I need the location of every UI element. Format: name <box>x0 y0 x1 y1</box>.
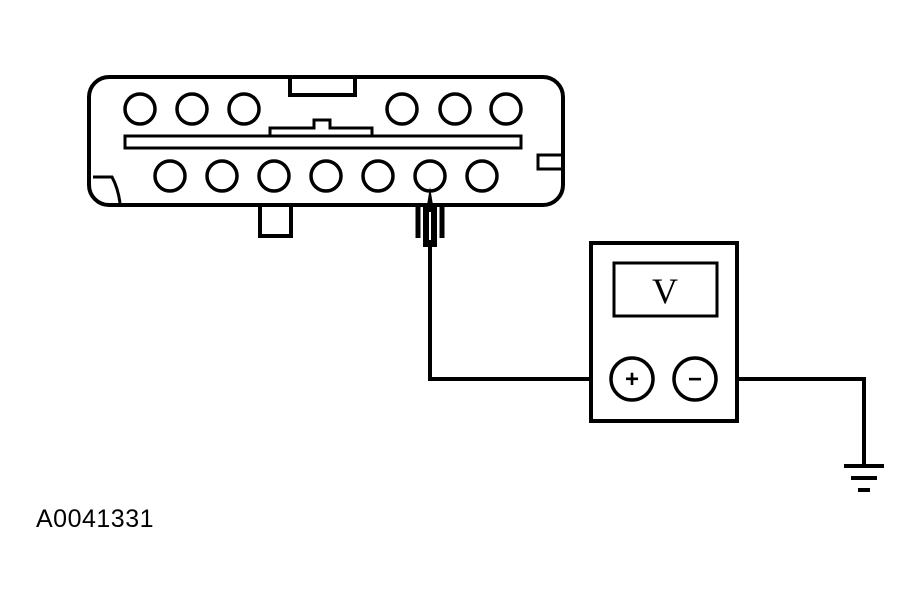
pin-upper-2 <box>175 92 209 126</box>
connector-key-step <box>268 118 374 136</box>
figure-id: A0041331 <box>36 505 155 533</box>
pin-lower-6-probed <box>413 159 447 193</box>
negative-terminal[interactable] <box>672 356 718 402</box>
meter-display <box>612 261 719 318</box>
voltmeter: V + − <box>589 241 739 423</box>
connector-center-bar <box>123 134 523 150</box>
negative-lead-wire <box>716 377 866 466</box>
pin-lower-2 <box>205 159 239 193</box>
connector-bottom-tab <box>258 205 293 238</box>
connector-side-notch <box>536 153 565 171</box>
pin-lower-5 <box>361 159 395 193</box>
positive-terminal-label: + <box>625 366 639 393</box>
positive-lead-wire <box>428 247 610 381</box>
pin-upper-5 <box>438 92 472 126</box>
upper-pin-row <box>123 92 523 126</box>
negative-terminal-label: − <box>688 366 702 393</box>
pin-upper-1 <box>123 92 157 126</box>
pin-upper-6 <box>489 92 523 126</box>
probe-tip-icon <box>427 187 433 205</box>
connector-corner-mark <box>93 175 122 204</box>
test-probe <box>423 187 437 247</box>
pin-lower-3 <box>257 159 291 193</box>
pin-upper-3 <box>227 92 261 126</box>
pin-lower-4 <box>309 159 343 193</box>
pin-lower-1 <box>153 159 187 193</box>
pin-lower-7 <box>465 159 499 193</box>
lower-pin-row <box>153 159 499 193</box>
pin-upper-4 <box>385 92 419 126</box>
ground-symbol-icon <box>844 464 884 492</box>
wiring <box>428 247 866 466</box>
meter-display-label: V <box>652 271 678 311</box>
connector-top-tab <box>288 75 357 97</box>
positive-terminal[interactable] <box>609 356 655 402</box>
connector <box>87 75 565 238</box>
